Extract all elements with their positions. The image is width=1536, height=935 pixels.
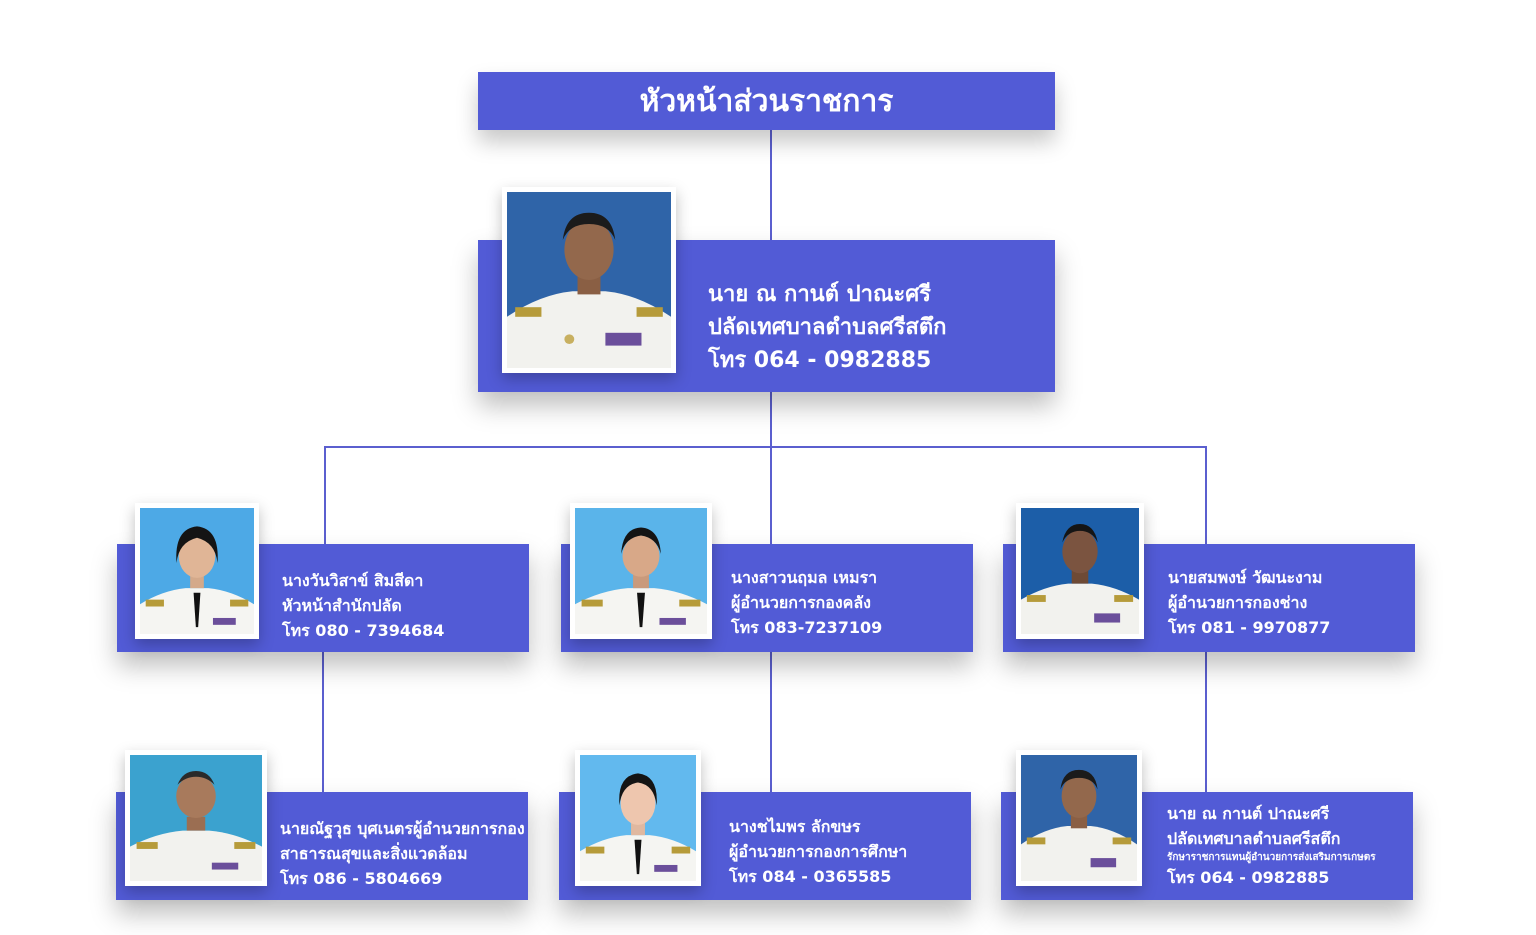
level3-position-3: ปลัดเทศบาลตำบลศรีสตึก — [1167, 829, 1341, 848]
level3-name-1: นายณัฐวุธ บุศเนตรผู้อำนวยการกอง — [280, 819, 525, 838]
level3-info-3: นาย ณ กานต์ ปาณะศรี ปลัดเทศบาลตำบลศรีสตึ… — [1167, 801, 1376, 890]
level3-info-2: นางชไมพร ลักขษร ผู้อำนวยการกองการศึกษา โ… — [729, 814, 907, 889]
level3-name-3: นาย ณ กานต์ ปาณะศรี — [1167, 804, 1330, 823]
level2-photo-2 — [570, 503, 712, 639]
level2-phone-2: โทร 083-7237109 — [731, 618, 883, 637]
level2-photo-3 — [1016, 503, 1144, 639]
head-photo — [502, 187, 676, 373]
head-position: ปลัดเทศบาลตำบลศรีสตึก — [708, 315, 947, 340]
connector-right-drop — [1205, 446, 1207, 544]
level2-info-3: นายสมพงษ์ วัฒนะงาม ผู้อำนวยการกองช่าง โท… — [1168, 565, 1330, 640]
level3-phone-3: โทร 064 - 0982885 — [1167, 868, 1330, 887]
level2-position-1: หัวหน้าสำนักปลัด — [282, 596, 402, 615]
level2-name-3: นายสมพงษ์ วัฒนะงาม — [1168, 568, 1323, 587]
level2-phone-3: โทร 081 - 9970877 — [1168, 618, 1331, 637]
level3-position-1: สาธารณสุขและสิ่งแวดล้อม — [280, 844, 468, 863]
level3-photo-2 — [575, 750, 701, 886]
head-info: นาย ณ กานต์ ปาณะศรี ปลัดเทศบาลตำบลศรีสตึ… — [708, 278, 946, 377]
org-chart-title-text: หัวหน้าส่วนราชการ — [639, 83, 894, 119]
head-phone: โทร 064 - 0982885 — [708, 348, 932, 373]
connector-head-trunk — [770, 392, 772, 544]
level3-info-1: นายณัฐวุธ บุศเนตรผู้อำนวยการกอง สาธารณสุ… — [280, 816, 525, 891]
connector-horizontal — [324, 446, 1207, 448]
level3-photo-3 — [1016, 750, 1142, 886]
level2-name-2: นางสาวนฤมล เหมรา — [731, 568, 878, 587]
level3-name-2: นางชไมพร ลักขษร — [729, 817, 861, 836]
connector-left-drop — [324, 446, 326, 544]
connector-title-head — [770, 130, 772, 240]
level2-name-1: นางวันวิสาข์ สิมสีดา — [282, 571, 424, 590]
level3-phone-2: โทร 084 - 0365585 — [729, 867, 892, 886]
level2-info-1: นางวันวิสาข์ สิมสีดา หัวหน้าสำนักปลัด โท… — [282, 568, 444, 643]
connector-center-lower — [770, 652, 772, 792]
level2-photo-1 — [135, 503, 259, 639]
connector-right-lower — [1205, 652, 1207, 792]
level3-phone-1: โทร 086 - 5804669 — [280, 869, 443, 888]
level2-info-2: นางสาวนฤมล เหมรา ผู้อำนวยการกองคลัง โทร … — [731, 565, 882, 640]
level3-position-2: ผู้อำนวยการกองการศึกษา — [729, 842, 908, 861]
connector-left-lower — [322, 652, 324, 792]
level2-position-3: ผู้อำนวยการกองช่าง — [1168, 593, 1308, 612]
level3-photo-1 — [125, 750, 267, 886]
head-name: นาย ณ กานต์ ปาณะศรี — [708, 282, 931, 307]
level2-position-2: ผู้อำนวยการกองคลัง — [731, 593, 871, 612]
org-chart-title: หัวหน้าส่วนราชการ — [478, 72, 1055, 130]
level3-note-3: รักษาราชการแทนผู้อำนวยการส่งเสริมการเกษต… — [1167, 852, 1376, 863]
level2-phone-1: โทร 080 - 7394684 — [282, 621, 445, 640]
